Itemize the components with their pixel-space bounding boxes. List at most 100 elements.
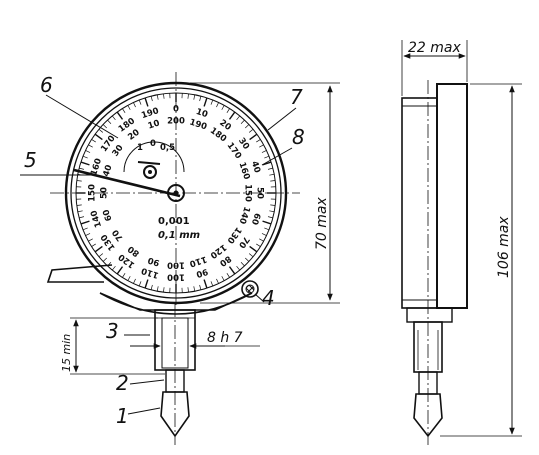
revolution-counter: 0 1 0,5 (123, 139, 185, 179)
dial-tick (107, 262, 112, 267)
callout-3: 3 (106, 319, 119, 343)
side-contact-tip (413, 393, 443, 438)
callout-2: 2 (116, 371, 129, 395)
dial-tick (88, 144, 93, 148)
dial-tick (133, 278, 136, 284)
dial-tick (80, 161, 90, 166)
dial-tick (221, 276, 225, 281)
dial-tick (199, 284, 202, 290)
dial-tick (236, 115, 241, 121)
bezel-ring (70, 87, 282, 299)
dial-tick (91, 243, 96, 247)
dial-tick (240, 119, 245, 124)
dial-tick (144, 279, 149, 289)
small-scale-2: 0,5 (160, 143, 175, 153)
diameter-dimension: 70 max (314, 197, 330, 250)
outer-scale-number: 40 (249, 160, 262, 174)
front-callouts: 6 5 7 8 4 3 2 1 (20, 73, 305, 428)
dial-tick (270, 204, 276, 206)
dial-tick (82, 155, 88, 159)
mounting-lug (46, 264, 113, 283)
dial-tick (199, 96, 202, 102)
dial-tick (248, 128, 254, 133)
dial-tick (236, 265, 241, 271)
dial-tick (269, 210, 275, 213)
side-dimensions: 22 max 106 max (401, 40, 522, 437)
dial-tick (210, 281, 214, 287)
inner-scale-number: 60 (101, 208, 114, 222)
dial-tick (88, 238, 93, 242)
dial-tick (187, 93, 189, 99)
dial-tick (228, 266, 236, 275)
outer-scale-number: 50 (255, 187, 265, 199)
dial-tick (264, 155, 270, 159)
dial-tick (203, 97, 208, 107)
callout-1: 1 (116, 404, 129, 428)
unit-label: 0,1 mm (158, 230, 200, 241)
resolution-label: 0,001 (158, 216, 190, 227)
dial-tick (138, 99, 142, 105)
dial-tick (264, 227, 270, 231)
dial-tick (82, 227, 88, 231)
inner-scale-number: 50 (100, 187, 110, 199)
dial-ticks (76, 93, 276, 293)
outer-scale-number: 0 (173, 105, 179, 115)
dial-tick (127, 105, 131, 110)
dial-tick (216, 278, 219, 284)
side-bezel (436, 83, 468, 309)
inner-scale-number: 10 (147, 118, 161, 131)
inner-scale-number: 150 (243, 184, 253, 202)
dial-tick (127, 276, 131, 281)
dial-tick (85, 150, 91, 153)
dial-tick (228, 111, 236, 120)
dial-tick (156, 94, 159, 100)
dial-tick (107, 119, 112, 124)
dial-tick (156, 286, 159, 292)
dial-tick (111, 265, 116, 271)
dial-tick (111, 115, 116, 121)
dial-tick (193, 286, 196, 292)
dial-tick (144, 97, 149, 107)
outer-scale-number: 60 (249, 212, 262, 226)
dial-tick (77, 210, 83, 213)
dial-tick (91, 139, 96, 143)
callout-7: 7 (290, 85, 303, 109)
dial-tick (210, 99, 214, 105)
shank-length-dimension: 15 min (60, 334, 73, 372)
dial-tick (85, 233, 91, 236)
dial-tick (216, 102, 219, 108)
callout-4: 4 (262, 286, 275, 310)
dial-tick (267, 216, 273, 219)
dial-tick (256, 139, 261, 143)
dial-tick (116, 111, 124, 120)
dial-tick (98, 128, 104, 133)
dial-tick (261, 150, 267, 153)
shank-fit-dimension: 8 h 7 (207, 330, 243, 346)
dial-tick (245, 124, 250, 129)
dial-tick (133, 102, 136, 108)
dial-tick (150, 96, 153, 102)
dial-tick (267, 167, 273, 170)
dial-tick (270, 180, 276, 182)
dial-tick (187, 287, 189, 293)
dial-tick (138, 281, 142, 287)
dial-tick (226, 108, 230, 113)
dial-tick (102, 257, 107, 262)
dial-tick (259, 144, 264, 148)
dial-tick (98, 253, 104, 258)
side-body (401, 97, 438, 309)
dial-tick (249, 245, 258, 253)
contact-tip (160, 391, 190, 438)
small-scale-1: 1 (137, 143, 143, 153)
dial-tick (262, 220, 272, 225)
clamp-screw (241, 280, 259, 298)
dial-tick (221, 105, 225, 110)
dial-tick (163, 93, 165, 99)
dial-tick (80, 220, 90, 225)
dial-tick (240, 262, 245, 267)
depth-dimension: 22 max (408, 40, 461, 56)
dial-tick (150, 284, 153, 290)
inner-scale-number: 90 (147, 254, 161, 267)
dial-tick (116, 266, 124, 275)
